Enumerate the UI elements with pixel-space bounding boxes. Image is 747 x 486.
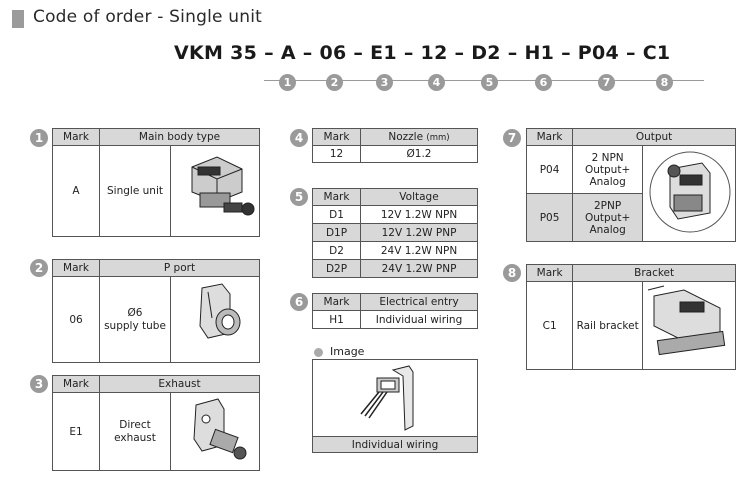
page-title: Code of order - Single unit [33, 7, 262, 27]
code-marker-1: 1 [279, 74, 296, 91]
mark-cell: E1 [52, 392, 100, 471]
code-marker-4: 4 [428, 74, 445, 91]
desc-line-2: supply tube [104, 319, 166, 332]
desc-line-2: Output+ [584, 211, 631, 224]
image-bullet-icon [314, 348, 323, 357]
p-port-image [170, 276, 260, 363]
image-label: Image [330, 345, 365, 358]
code-marker-3: 3 [376, 74, 393, 91]
code-marker-2: 2 [326, 74, 343, 91]
section-number-1: 1 [30, 129, 48, 147]
col-mark: Mark [312, 128, 361, 146]
code-marker-8: 8 [656, 74, 673, 91]
value-cell: 12V 1.2W NPN [360, 205, 478, 224]
desc-line-3: Analog [589, 175, 626, 188]
col-voltage: Voltage [360, 188, 478, 206]
image-caption: Individual wiring [312, 436, 478, 453]
col-mark: Mark [52, 128, 100, 146]
col-nozzle: Nozzle (mm) [360, 128, 478, 146]
col-mark: Mark [312, 188, 361, 206]
col-mark: Mark [52, 259, 100, 277]
desc-cell: Rail bracket [572, 281, 644, 370]
col-output: Output [572, 128, 736, 146]
desc-line-1: Ø6 [127, 306, 143, 319]
desc-cell: Single unit [99, 145, 171, 237]
section-number-4: 4 [290, 129, 308, 147]
value-cell: 12V 1.2W PNP [360, 223, 478, 242]
mark-cell: D1 [312, 205, 361, 224]
section-number-7: 7 [503, 129, 521, 147]
col-p-port: P port [99, 259, 260, 277]
desc-cell: 2PNP Output+ Analog [572, 193, 644, 242]
col-electrical-entry: Electrical entry [360, 293, 478, 311]
section-number-5: 5 [290, 188, 308, 206]
code-marker-5: 5 [481, 74, 498, 91]
mark-cell: A [52, 145, 100, 237]
desc-cell: 2 NPN Output+ Analog [572, 145, 644, 194]
value-cell: 24V 1.2W NPN [360, 241, 478, 260]
exhaust-image [170, 392, 260, 471]
col-mark: Mark [312, 293, 361, 311]
mark-cell: D2P [312, 259, 361, 278]
image-box [312, 359, 478, 453]
nozzle-table: Mark Nozzle (mm) 12 Ø1.2 [312, 128, 478, 163]
order-code: VKM 35 – A – 06 – E1 – 12 – D2 – H1 – P0… [174, 42, 671, 64]
code-marker-7: 7 [598, 74, 615, 91]
desc-cell: Direct exhaust [99, 392, 171, 471]
single-unit-image [170, 145, 260, 237]
section-number-6: 6 [290, 293, 308, 311]
col-mark: Mark [52, 375, 100, 393]
col-exhaust: Exhaust [99, 375, 260, 393]
desc-line-1: 2PNP [594, 199, 622, 212]
desc-cell: Ø6 supply tube [99, 276, 171, 363]
desc-line-1: Direct [119, 418, 151, 431]
wiring-image [360, 365, 414, 431]
code-marker-6: 6 [535, 74, 552, 91]
desc-line-2: exhaust [114, 431, 156, 444]
col-nozzle-label: Nozzle [388, 131, 424, 143]
value-cell: 24V 1.2W PNP [360, 259, 478, 278]
section-number-2: 2 [30, 259, 48, 277]
mark-cell: P04 [525, 145, 574, 194]
col-mark: Mark [525, 128, 574, 146]
value-cell: Individual wiring [360, 310, 478, 329]
desc-line-2: Output+ [584, 163, 631, 176]
rail-bracket-image [642, 281, 736, 370]
section-number-8: 8 [503, 264, 521, 282]
col-bracket: Bracket [572, 264, 736, 282]
mark-cell: H1 [312, 310, 361, 329]
col-main-body-type: Main body type [99, 128, 260, 146]
desc-line-3: Analog [589, 223, 626, 236]
section-number-3: 3 [30, 375, 48, 393]
mark-cell: 12 [312, 145, 361, 163]
col-nozzle-unit: (mm) [426, 133, 450, 143]
mark-cell: P05 [525, 193, 574, 242]
title-marker [12, 10, 24, 28]
mark-cell: 06 [52, 276, 100, 363]
value-cell: Ø1.2 [360, 145, 478, 163]
mark-cell: D1P [312, 223, 361, 242]
mark-cell: C1 [525, 281, 574, 370]
output-image [642, 145, 736, 242]
mark-cell: D2 [312, 241, 361, 260]
desc-line-1: 2 NPN [591, 151, 624, 164]
col-mark: Mark [525, 264, 574, 282]
